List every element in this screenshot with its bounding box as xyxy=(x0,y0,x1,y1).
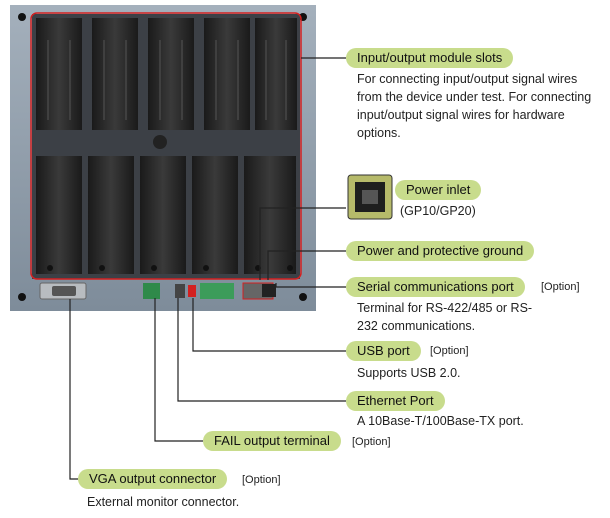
ethernet-jack xyxy=(175,284,185,298)
io-module xyxy=(204,18,250,130)
screw xyxy=(18,13,26,21)
leader-lines-red xyxy=(69,57,346,480)
screw xyxy=(299,293,307,301)
io-module xyxy=(36,18,82,130)
serial-port-option: [Option] xyxy=(541,281,580,293)
mount-hole xyxy=(153,135,167,149)
fail-terminal xyxy=(143,283,160,299)
io-module xyxy=(244,156,296,274)
io-module xyxy=(88,156,134,274)
io-module xyxy=(192,156,238,274)
power-inlet-label: Power inlet xyxy=(395,180,482,200)
vga-output-description: External monitor connector. xyxy=(87,495,240,509)
fail-output-option: [Option] xyxy=(352,436,391,448)
top-row-modules xyxy=(36,18,297,130)
vga-connector xyxy=(52,286,76,296)
usb-port-option: [Option] xyxy=(430,345,469,357)
usb-port xyxy=(188,285,196,297)
io-slots-label: Input/output module slots xyxy=(346,48,514,68)
power-inlet-block xyxy=(262,284,276,297)
bottom-row-modules xyxy=(36,156,296,274)
io-module xyxy=(36,156,82,274)
io-module xyxy=(92,18,138,130)
io-slots-description: For connecting input/output signal wires… xyxy=(357,72,592,140)
io-module xyxy=(148,18,194,130)
usb-port-label: USB port xyxy=(346,341,421,361)
vga-output-label: VGA output connector xyxy=(78,469,228,489)
serial-terminal xyxy=(200,283,234,299)
ethernet-port-description: A 10Base-T/100Base-TX port. xyxy=(357,414,524,428)
module-screws xyxy=(47,265,293,271)
power-ground-label: Power and protective ground xyxy=(346,241,535,261)
fail-output-label: FAIL output terminal xyxy=(203,431,341,451)
power-inlet-description: (GP10/GP20) xyxy=(400,204,476,218)
ethernet-port-label: Ethernet Port xyxy=(346,391,445,411)
terminal-ridges xyxy=(47,40,287,120)
serial-port-label: Serial communications port xyxy=(346,277,525,297)
slot-highlight xyxy=(30,12,302,280)
serial-port-description: Terminal for RS-422/485 or RS-232 commun… xyxy=(357,301,533,333)
screw xyxy=(18,293,26,301)
io-module xyxy=(255,18,297,130)
io-module xyxy=(140,156,186,274)
vga-output-option: [Option] xyxy=(242,474,281,486)
usb-port-description: Supports USB 2.0. xyxy=(357,366,461,380)
